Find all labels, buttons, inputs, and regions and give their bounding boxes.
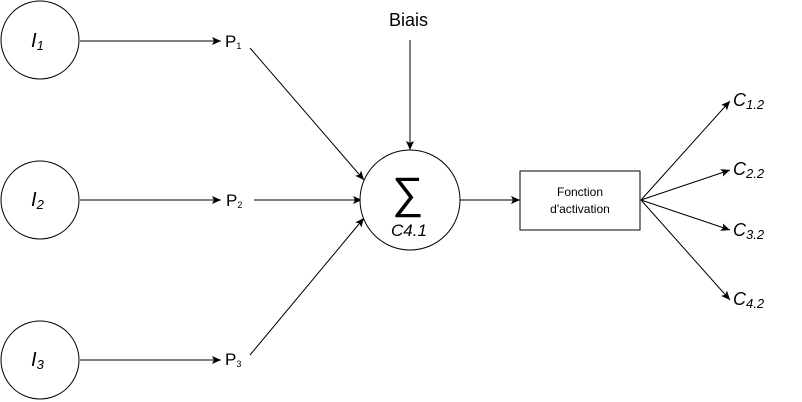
output-label-1: C1.2 bbox=[733, 90, 765, 112]
output-label-4: C4.2 bbox=[733, 289, 765, 311]
weight-label-3: P3 bbox=[225, 350, 242, 369]
weight-label-2: P2 bbox=[226, 191, 243, 210]
arrow-weight3-sum bbox=[249, 217, 365, 356]
sum-symbol: ∑ bbox=[392, 169, 424, 218]
activation-label: Fonction d'activation bbox=[520, 171, 640, 230]
input-label-3: I3 bbox=[31, 349, 44, 372]
output-label-2: C2.2 bbox=[733, 159, 765, 181]
input-node-2 bbox=[0, 160, 80, 240]
arrow-activation-output1 bbox=[640, 100, 731, 201]
arrow-activation-output3 bbox=[640, 199, 731, 231]
input-label-1: I1 bbox=[31, 30, 44, 53]
activation-line-1: Fonction bbox=[556, 184, 604, 199]
input-label-2: I2 bbox=[31, 189, 44, 212]
activation-box bbox=[519, 170, 641, 231]
activation-line-2: d'activation bbox=[550, 201, 610, 216]
sum-label: C4.1 bbox=[391, 221, 427, 240]
arrow-activation-output2 bbox=[640, 169, 731, 201]
input-node-3 bbox=[0, 320, 80, 400]
input-node-1 bbox=[0, 0, 80, 80]
arrow-activation-output4 bbox=[640, 199, 731, 301]
arrow-weight1-sum bbox=[249, 47, 365, 181]
output-label-3: C3.2 bbox=[733, 220, 765, 242]
bias-label: Biais bbox=[389, 10, 429, 30]
weight-label-1: P1 bbox=[225, 32, 242, 51]
